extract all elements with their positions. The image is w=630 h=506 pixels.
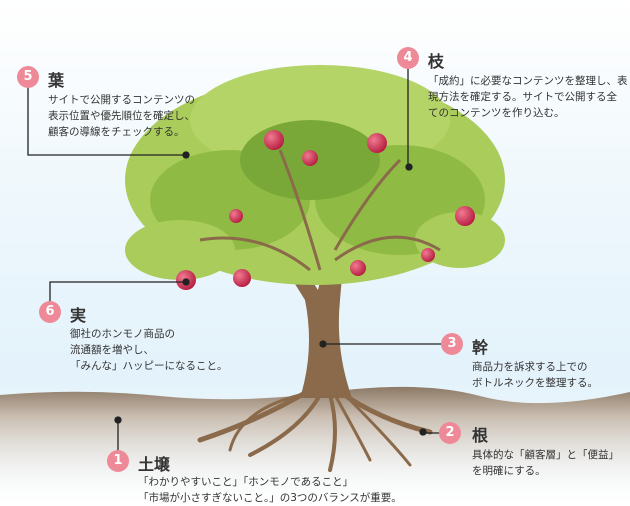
fruits: [176, 130, 475, 290]
title-soil: 土壌: [138, 455, 171, 474]
title-leaves: 葉: [48, 71, 65, 90]
badge-6: 6: [39, 301, 61, 323]
title-trunk: 幹: [472, 338, 489, 357]
roots: [197, 387, 433, 472]
branches: [199, 149, 441, 272]
desc-branches: 「成約」に必要なコンテンツを整理し、表 現方法を確定する。サイトで公開する全 て…: [428, 75, 628, 119]
title-roots: 根: [472, 426, 489, 445]
leader-lines: [27, 68, 442, 451]
desc-leaves: サイトで公開するコンテンツの 表示位置や優先順位を確定し、 顧客の導線をチェック…: [48, 94, 195, 138]
desc-soil: 「わかりやすいこと」「ホンモノであること」 「市場が小さすぎないこと。」の3つの…: [138, 476, 402, 504]
title-fruit: 実: [70, 306, 87, 325]
badge-1: 1: [107, 450, 129, 472]
canopy: [125, 65, 505, 285]
soil: [0, 386, 630, 504]
desc-roots: 具体的な「顧客層」と「便益」 を明確にする。: [472, 449, 619, 477]
badge-4: 4: [397, 47, 419, 69]
desc-trunk: 商品力を訴求する上での ボトルネックを整理する。: [472, 361, 598, 389]
badge-5: 5: [17, 66, 39, 88]
badge-2: 2: [439, 422, 461, 444]
title-branches: 枝: [428, 52, 445, 71]
badge-3: 3: [441, 333, 463, 355]
desc-fruit: 御社のホンモノ商品の 流通額を増やし、 「みんな」ハッピーになること。: [70, 328, 228, 372]
